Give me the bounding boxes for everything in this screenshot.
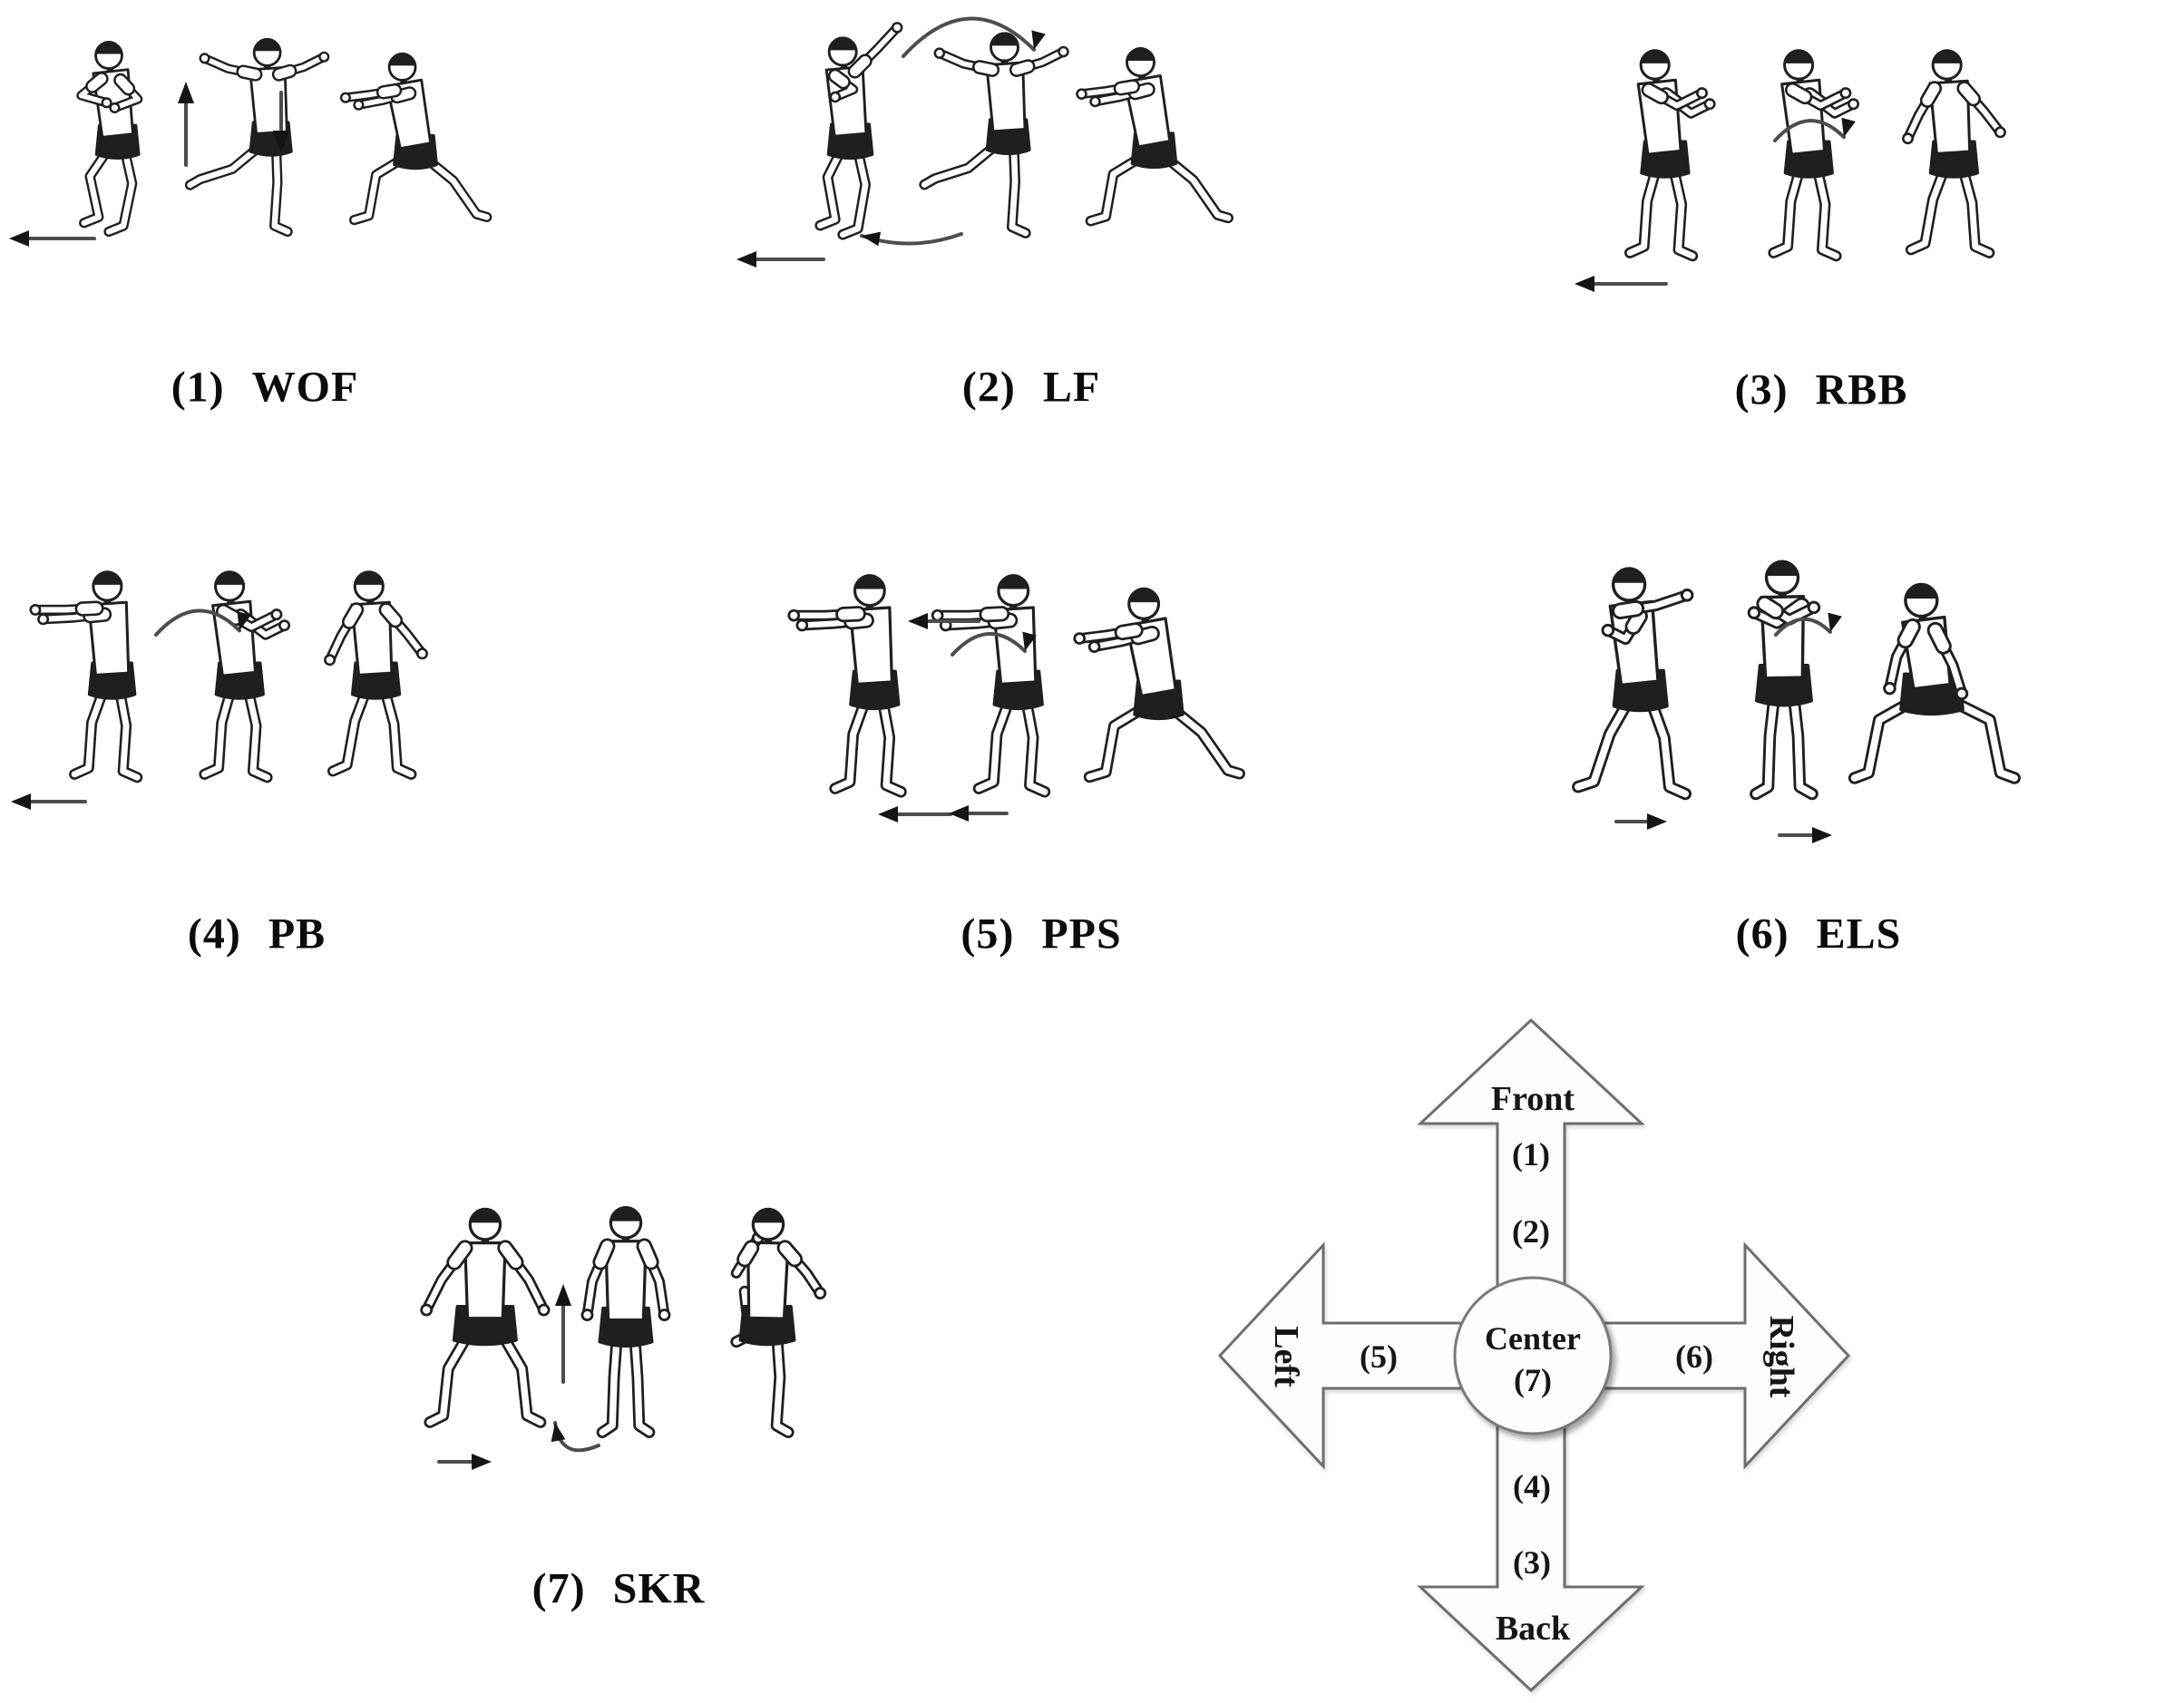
person-pose-frontSquat	[420, 1207, 551, 1428]
pose-illustration-lf	[814, 22, 1233, 240]
movement-figures-skr	[413, 1179, 839, 1478]
movement-code: SKR	[612, 1564, 706, 1613]
center-label: Center	[1485, 1320, 1581, 1357]
person-pose-crossArms	[1747, 560, 1821, 801]
movement-number: (5)	[960, 910, 1015, 959]
front-label: Front	[1491, 1080, 1575, 1118]
center-item: (7)	[1514, 1362, 1552, 1398]
person-pose-crouchGuard	[76, 41, 143, 238]
person-pose-push	[29, 570, 143, 783]
movement-label-3: (3) RBB	[1735, 365, 1908, 415]
person-pose-openArms	[1902, 49, 2006, 258]
person-pose-lungePush	[1073, 587, 1245, 783]
movement-figures-lf	[766, 5, 1233, 277]
pose-illustration-rbb	[1624, 49, 2006, 262]
movement-number: (7)	[531, 1564, 586, 1613]
movement-label-7: (7) SKR	[532, 1564, 706, 1614]
right-label: Right	[1762, 1316, 1800, 1398]
movement-code: WOF	[251, 363, 359, 412]
movement-code: LF	[1042, 363, 1101, 412]
back-item-1: (4)	[1513, 1468, 1551, 1504]
pose-illustration-pb	[29, 570, 428, 783]
front-item-1: (1)	[1512, 1136, 1550, 1173]
movement-figures-rbb	[1587, 18, 2023, 299]
movement-number: (4)	[187, 910, 241, 959]
motion-arrowhead	[11, 793, 31, 810]
person-pose-openArms	[324, 570, 428, 780]
left-item: (5)	[1360, 1338, 1398, 1375]
movement-code: RBB	[1815, 365, 1908, 414]
person-pose-guard	[1624, 49, 1716, 262]
pose-illustration-els	[1572, 560, 2021, 801]
movement-number: (2)	[961, 363, 1016, 412]
movement-label-1: (1) WOF	[171, 363, 359, 413]
person-pose-kick	[184, 37, 330, 238]
person-pose-kick	[919, 32, 1069, 238]
person-pose-horseLean	[1848, 582, 2021, 784]
person-pose-reachUp	[814, 22, 903, 240]
person-pose-lungePush	[339, 52, 492, 226]
center-circle	[1453, 1276, 1613, 1435]
motion-arrowhead	[736, 251, 756, 268]
person-pose-push	[931, 574, 1051, 798]
person-pose-stepReach	[1572, 567, 1694, 801]
pose-illustration-wof	[76, 37, 492, 238]
movement-number: (6)	[1735, 910, 1789, 959]
person-pose-guard	[199, 570, 291, 783]
back-label: Back	[1496, 1610, 1571, 1648]
movement-figures-wof	[32, 11, 492, 274]
movement-figures-pb	[29, 540, 440, 821]
movement-number: (3)	[1734, 365, 1789, 414]
movement-label-5: (5) PPS	[960, 910, 1121, 959]
person-pose-guard	[1768, 49, 1860, 262]
person-pose-push	[787, 574, 907, 798]
back-item-2: (3)	[1513, 1544, 1551, 1581]
movement-label-6: (6) ELS	[1736, 910, 1902, 959]
pose-illustration-skr	[420, 1205, 827, 1438]
movement-figures-els	[1555, 530, 2021, 843]
front-item-2: (2)	[1512, 1213, 1550, 1250]
person-pose-frontStand	[580, 1205, 671, 1438]
movement-label-2: (2) LF	[962, 363, 1100, 413]
person-pose-kneeRaise	[730, 1207, 827, 1438]
direction-compass-diagram: Front (1) (2) Left (5) Right (6) Center …	[1217, 1017, 1851, 1693]
left-label: Left	[1267, 1326, 1305, 1387]
movement-label-4: (4) PB	[188, 910, 326, 959]
movement-code: ELS	[1816, 910, 1902, 959]
person-pose-lungePush	[1076, 47, 1233, 227]
movement-code: PPS	[1041, 910, 1122, 959]
motion-arrowhead	[9, 230, 29, 247]
movement-code: PB	[268, 910, 327, 959]
right-item: (6)	[1675, 1338, 1713, 1375]
movement-number: (1)	[171, 363, 225, 412]
movement-figures-pps	[787, 542, 1245, 837]
pose-illustration-pps	[787, 574, 1245, 798]
